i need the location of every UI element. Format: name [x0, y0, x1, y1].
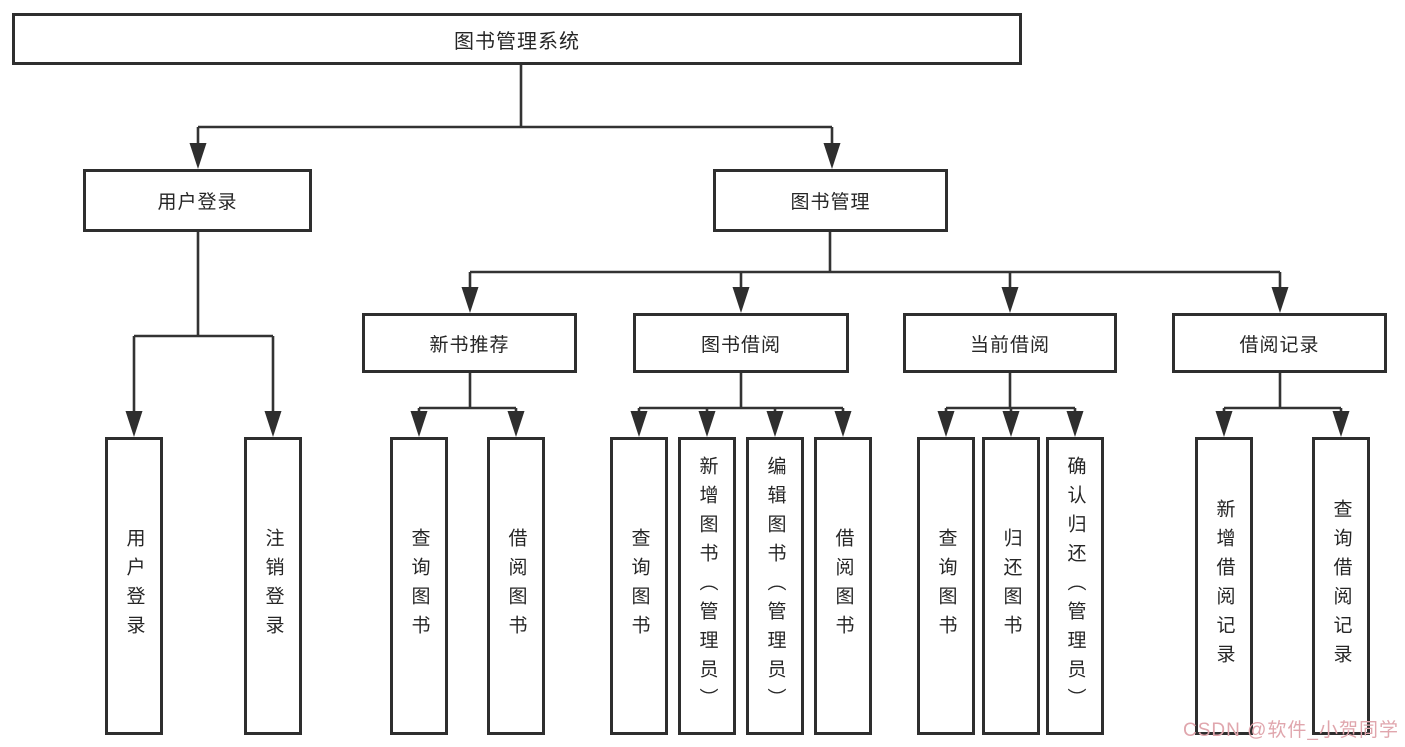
connector-book-mgmt: [461, 232, 1289, 313]
leaf-query-books-2: 查询图书: [610, 437, 668, 735]
node-user-login-label: 用户登录: [157, 192, 238, 213]
leaf-query-books-1-label: 查询图书: [408, 528, 430, 644]
leaf-add-books-admin-label: 新增图书（管理员）: [696, 455, 718, 717]
node-book-borrow: 图书借阅: [633, 313, 849, 373]
connector-root: [189, 65, 841, 169]
node-borrow-records-label: 借阅记录: [1239, 334, 1320, 356]
leaf-edit-books-admin: 编辑图书（管理员）: [746, 437, 804, 735]
leaf-return-books-label: 归还图书: [1000, 528, 1022, 644]
leaf-query-books-3-label: 查询图书: [935, 528, 957, 644]
leaf-borrow-books-1: 借阅图书: [487, 437, 545, 735]
leaf-query-books-1: 查询图书: [390, 437, 448, 735]
leaf-add-books-admin: 新增图书（管理员）: [678, 437, 736, 735]
node-new-book-recommend-label: 新书推荐: [429, 334, 510, 356]
leaf-borrow-books-2-label: 借阅图书: [832, 528, 854, 644]
node-book-management-label: 图书管理: [790, 192, 871, 213]
connector-borrow-records: [1215, 373, 1350, 437]
leaf-logout-label: 注销登录: [262, 528, 284, 644]
node-current-borrow: 当前借阅: [903, 313, 1117, 373]
leaf-logout: 注销登录: [244, 437, 302, 735]
leaf-edit-books-admin-label: 编辑图书（管理员）: [764, 455, 786, 717]
connector-book-borrow: [630, 373, 852, 437]
leaf-add-borrow-record: 新增借阅记录: [1195, 437, 1253, 735]
leaf-query-borrow-record: 查询借阅记录: [1312, 437, 1370, 735]
leaf-return-books: 归还图书: [982, 437, 1040, 735]
leaf-user-login-label: 用户登录: [123, 528, 145, 644]
connector-current-borrow: [937, 373, 1084, 437]
leaf-query-borrow-record-label: 查询借阅记录: [1330, 499, 1352, 673]
node-borrow-records: 借阅记录: [1172, 313, 1387, 373]
leaf-add-borrow-record-label: 新增借阅记录: [1213, 499, 1235, 673]
leaf-user-login: 用户登录: [105, 437, 163, 735]
node-book-management: 图书管理: [713, 169, 948, 232]
node-current-borrow-label: 当前借阅: [969, 334, 1050, 356]
node-new-book-recommend: 新书推荐: [362, 313, 577, 373]
node-root-system-label: 图书管理系统: [454, 30, 580, 53]
leaf-query-books-3: 查询图书: [917, 437, 975, 735]
connector-new-books: [410, 373, 525, 437]
node-root-system: 图书管理系统: [12, 13, 1022, 65]
leaf-query-books-2-label: 查询图书: [628, 528, 650, 644]
connector-user-login: [125, 232, 282, 437]
leaf-borrow-books-1-label: 借阅图书: [505, 528, 527, 644]
leaf-confirm-return-admin: 确认归还（管理员）: [1046, 437, 1104, 735]
node-book-borrow-label: 图书借阅: [700, 334, 781, 356]
leaf-borrow-books-2: 借阅图书: [814, 437, 872, 735]
csdn-watermark: CSDN @软件_小贺同学: [1183, 720, 1399, 741]
node-user-login: 用户登录: [83, 169, 312, 232]
leaf-confirm-return-admin-label: 确认归还（管理员）: [1064, 455, 1086, 717]
